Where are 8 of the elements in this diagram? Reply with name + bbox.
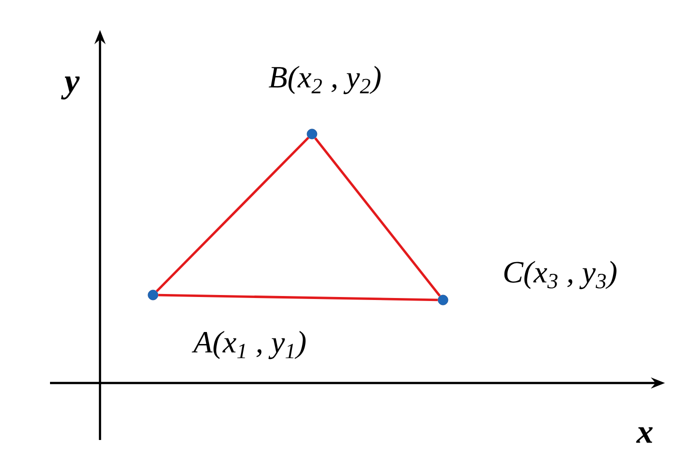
triangle-side xyxy=(156,136,310,292)
point-label: B(x$_{2}$ , y$_{2}$) xyxy=(268,66,381,94)
triangle-side xyxy=(314,137,441,297)
point-label: A(x$_{1}$ , y$_{1}$) xyxy=(192,330,306,360)
point-label: C(x$_{3}$ , y$_{3}$) xyxy=(504,260,616,290)
triangle-side xyxy=(158,294,438,302)
axis-label: x xyxy=(636,427,653,443)
axis-label: y xyxy=(61,76,80,100)
